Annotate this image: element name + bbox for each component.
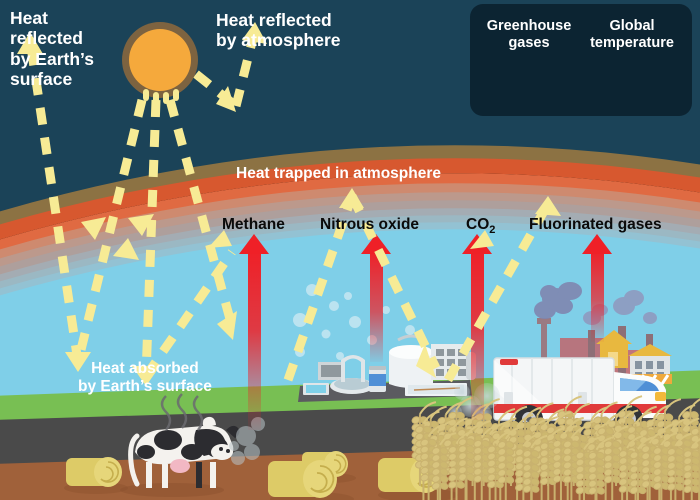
legend-title-global-temperature: Global temperature (590, 18, 674, 52)
label-heat-reflected-by-atmosphere: Heat reflected by atmosphere (216, 10, 341, 51)
wheat-field (411, 395, 700, 500)
legend-panel: Greenhouse gases Global temperature (470, 4, 692, 116)
ray-down-nitrous-right (347, 194, 441, 370)
ray-incoming-1 (73, 98, 147, 364)
gas-label-methane: Methane (222, 216, 285, 233)
heat-ray-arrowheads (17, 22, 561, 386)
hay-bales (64, 451, 458, 500)
gas-label-co2-subscript: 2 (489, 224, 496, 237)
ray-up-fluorinated (444, 201, 552, 383)
label-heat-reflected-by-earth: Heat reflected by Earth’s surface (10, 8, 94, 89)
ray-bounce-left (142, 249, 236, 379)
gas-label-nitrous-oxide: Nitrous oxide (320, 216, 420, 233)
cow (120, 393, 265, 497)
label-heat-trapped-in-atmosphere: Heat trapped in atmosphere (236, 165, 441, 182)
gas-arrow-nitrous (361, 234, 391, 362)
gas-arrow-fluorinated (582, 234, 612, 342)
ray-reflected-earth (25, 39, 83, 363)
gas-label-co2: CO2 (466, 216, 495, 236)
gas-label-co2-text: CO (466, 216, 490, 233)
gas-label-fluorinated-gases: Fluorinated gases (529, 216, 662, 233)
ray-reflected-atmosphere (231, 28, 260, 108)
ray-up-nitrous-left (283, 194, 357, 382)
label-heat-absorbed-by-earth-surface: Heat absorbed by Earth’s surface (78, 360, 212, 395)
gas-arrow-methane (239, 234, 269, 430)
ray-incoming-2 (141, 99, 161, 377)
methane-wisps (160, 393, 204, 431)
factory-smoke (534, 282, 582, 319)
ray-incoming-3 (165, 98, 238, 332)
sun (122, 22, 198, 104)
heat-ray-group (25, 28, 552, 383)
legend-title-greenhouse-gases: Greenhouse gases (486, 18, 572, 52)
